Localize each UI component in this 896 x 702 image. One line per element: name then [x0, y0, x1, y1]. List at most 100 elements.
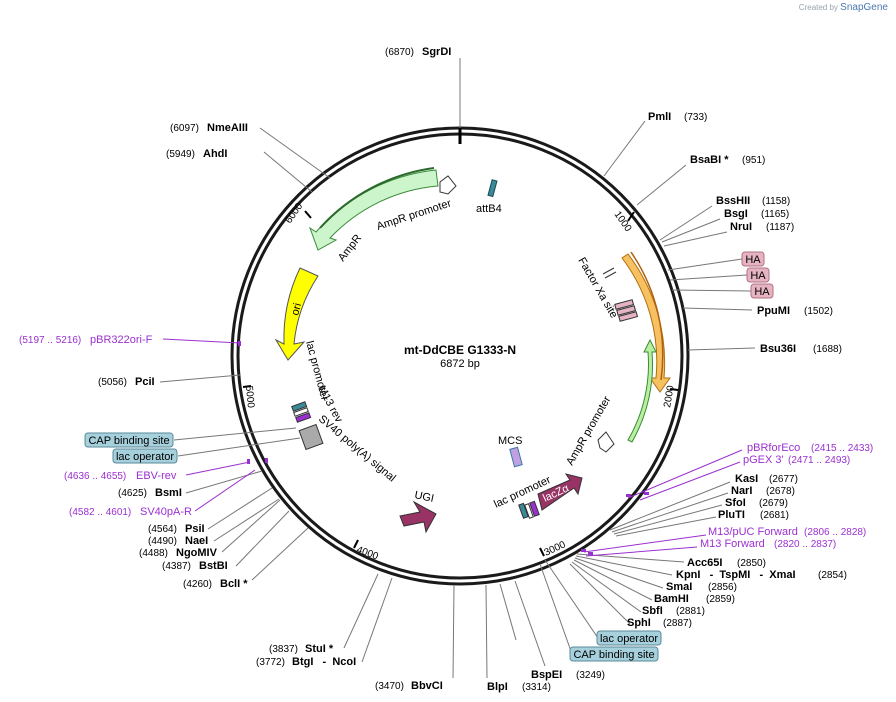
site-bsmi: (4625) BsmI	[118, 487, 182, 499]
primer-range: (2806 .. 2828)	[804, 527, 866, 538]
site-ahdi: (5949) AhdI	[166, 148, 227, 160]
ha-label: HA	[745, 254, 761, 266]
site-bsabi: BsaBI * (951)	[690, 154, 765, 166]
lac-operator-label: lac operator	[600, 633, 658, 645]
site-name: BsmI	[155, 487, 182, 499]
primer-range: (2820 .. 2837)	[774, 539, 836, 550]
site-nrui: NruI (1187)	[730, 221, 794, 233]
site-name: KasI	[735, 473, 758, 485]
ha-tag-1: HA	[667, 251, 765, 271]
site-bstbi: (4387) BstBI	[162, 560, 228, 572]
cap-binding-site-left: CAP binding site	[84, 427, 297, 448]
ampr-promoter-arrow-top	[439, 175, 457, 195]
site-name: SfoI	[725, 497, 746, 509]
site-pos: (1502)	[804, 306, 833, 317]
lac-operator-label: lac operator	[116, 451, 174, 463]
site-sfoi: SfoI (2679)	[725, 497, 788, 509]
ha-tag-3: HA	[671, 283, 774, 299]
site-kasi: KasI (2677)	[735, 473, 798, 485]
lacza-feature	[537, 473, 583, 511]
site-acc65i: Acc65I (2850)	[687, 557, 766, 569]
factor-xa-label: Factor Xa site	[575, 256, 619, 321]
tick-marks	[242, 210, 679, 557]
site-pos: (3314)	[522, 682, 551, 693]
site-name: BtgI - NcoI	[292, 656, 356, 668]
lac-operator-right: lac operator	[544, 559, 662, 646]
orange-feature	[621, 253, 671, 393]
site-pluti: PluTI (2681)	[718, 509, 789, 521]
site-pos: (1688)	[813, 344, 842, 355]
site-pos: (2887)	[663, 618, 692, 629]
primer-markers	[238, 341, 649, 555]
lac-operator-left: lac operator	[112, 437, 301, 464]
site-sgrdi: (6870) SgrDI	[385, 46, 451, 58]
site-name: BssHII	[716, 195, 750, 207]
site-pos: (2679)	[759, 498, 788, 509]
site-kpni: KpnI - TspMI - XmaI (2854)	[676, 569, 847, 581]
snapgene-brand: SnapGene	[840, 2, 888, 13]
lac-operator-marker-left	[291, 401, 312, 423]
site-bamhi: BamHI (2859)	[654, 593, 735, 605]
cap-binding-site-label: CAP binding site	[88, 435, 169, 447]
ha-tag-2: HA	[669, 267, 770, 283]
site-name: PpuMI	[757, 305, 790, 317]
ampr-promoter-label-top: AmpR promoter	[375, 197, 453, 233]
primer-name: EBV-rev	[136, 470, 177, 482]
sv40-polya-box	[298, 423, 324, 451]
site-smai: SmaI (2856)	[666, 581, 737, 593]
primer-name: pBR322ori-F	[90, 334, 153, 346]
ugi-label: UGI	[413, 489, 435, 505]
site-btgi: (3772) BtgI - NcoI	[256, 656, 356, 668]
site-bsgi: BsgI (1165)	[724, 208, 789, 220]
primer-range: (2471 .. 2493)	[788, 455, 850, 466]
primer-range: (4636 .. 4655)	[64, 471, 126, 482]
site-pmli: PmlI (733)	[648, 111, 707, 123]
site-sbfi: SbfI (2881)	[642, 605, 705, 617]
site-pos: (4488)	[139, 548, 168, 559]
primer-pbrforeco: pBRforEco (2415 .. 2433)	[747, 442, 873, 454]
ha-markers	[614, 299, 639, 322]
primer-name: SV40pA-R	[140, 506, 192, 518]
primer-range: (5197 .. 5216)	[19, 335, 81, 346]
site-blpi: BlpI (3314)	[487, 681, 551, 693]
site-pos: (2850)	[737, 558, 766, 569]
site-pos: (2678)	[766, 486, 795, 497]
site-stui: (3837) StuI *	[269, 643, 334, 655]
ampr-promoter-label-right: AmpR promoter	[564, 394, 613, 468]
site-pos: (2881)	[676, 606, 705, 617]
mcs-box	[509, 446, 523, 468]
ori-label: ori	[289, 302, 304, 317]
site-name: NgoMIV	[176, 547, 218, 559]
site-name: BamHI	[654, 593, 689, 605]
site-name: PmlI	[648, 111, 671, 123]
site-bsu36i: Bsu36I (1688)	[760, 343, 842, 355]
plasmid-size: 6872 bp	[440, 358, 480, 370]
site-pos: (4490)	[148, 536, 177, 547]
ampr-label: AmpR	[336, 232, 364, 264]
primer-name: M13 Forward	[700, 538, 765, 550]
site-name: Acc65I	[687, 557, 722, 569]
primer-name: pGEX 3'	[743, 454, 784, 466]
site-name: BclI *	[220, 578, 248, 590]
primer-m13-puc-forward: M13/pUC Forward (2806 .. 2828)	[708, 526, 866, 538]
site-pos: (2859)	[706, 594, 735, 605]
cap-binding-site-label: CAP binding site	[573, 649, 654, 661]
site-name: Bsu36I	[760, 343, 796, 355]
cap-binding-site-right: CAP binding site	[539, 563, 659, 662]
site-pos: (2854)	[818, 570, 847, 581]
site-name: BsaBI *	[690, 154, 729, 166]
site-psii: (4564) PsiI	[148, 523, 205, 535]
site-bspei: BspEI (3249)	[531, 669, 605, 681]
mcs-label: MCS	[498, 435, 522, 447]
watermark-prefix: Created by	[798, 3, 838, 12]
site-pos: (5056)	[98, 377, 127, 388]
ha-label: HA	[754, 286, 770, 298]
site-pos: (951)	[742, 155, 765, 166]
sv40-label: SV40 poly(A) signal	[316, 413, 398, 484]
ugi-feature	[399, 500, 437, 534]
plasmid-name: mt-DdCBE G1333-N	[404, 343, 516, 357]
green-feature	[627, 338, 657, 443]
site-name: NaeI	[185, 535, 208, 547]
site-pos: (4564)	[148, 524, 177, 535]
site-pos: (733)	[684, 112, 707, 123]
